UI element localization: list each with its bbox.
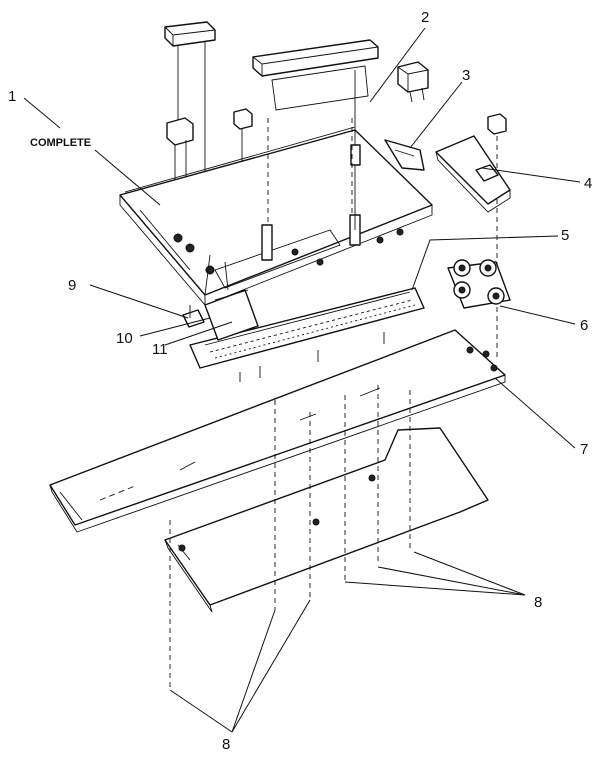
callout-4: 4 [584, 175, 592, 192]
callout-labels: 1 COMPLETE 2 3 4 5 6 7 8 8 9 10 11 [8, 9, 592, 753]
callout-7: 7 [580, 441, 588, 458]
callout-1: 1 [8, 88, 16, 105]
part-11-strip [214, 289, 249, 301]
knob-cap-tall-left [164, 21, 216, 230]
callout-2: 2 [421, 9, 429, 26]
part-9-screw [182, 305, 205, 328]
knob-cap-long-top [252, 39, 379, 111]
callout-1-note: COMPLETE [30, 137, 91, 149]
callout-10: 10 [116, 330, 133, 347]
knob-cap-small-right [397, 61, 429, 103]
part-2-bracket [350, 70, 361, 230]
control-panel-assembly [119, 126, 433, 306]
part-5-circuit-board [189, 287, 425, 382]
part-4-board [435, 135, 511, 213]
leader-lines [23, 27, 581, 733]
part-6-switch-cluster [447, 259, 511, 309]
part-7-chassis-rail [49, 329, 506, 533]
lower-bracket-plate [164, 427, 489, 613]
screw-alignment-lines [169, 118, 411, 690]
callout-8-bottom: 8 [222, 736, 230, 753]
part-3-clip [384, 139, 425, 171]
knob-small-far-right [487, 113, 507, 360]
callout-3: 3 [462, 67, 470, 84]
callout-8-right: 8 [534, 594, 542, 611]
callout-11: 11 [152, 341, 168, 358]
callout-5: 5 [561, 227, 569, 244]
callout-9: 9 [68, 277, 76, 294]
callout-6: 6 [580, 317, 588, 334]
